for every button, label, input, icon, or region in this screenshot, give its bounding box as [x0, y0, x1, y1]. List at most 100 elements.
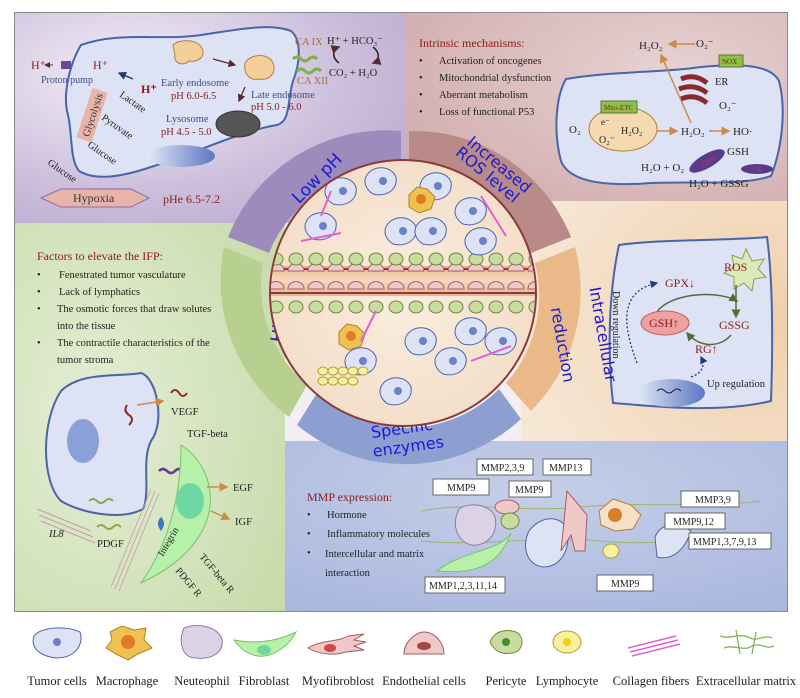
early-endosome-label: Early endosome [161, 78, 229, 89]
mmp-tumor-cell-2 [654, 524, 692, 559]
ca12-label: CA XII [297, 76, 329, 87]
svg-text:•: • [37, 338, 41, 349]
er-icon [678, 74, 709, 105]
blood-vessel [271, 266, 535, 296]
tumor-cell [404, 327, 437, 356]
h-plus-out: H⁺ [31, 58, 46, 72]
wheel-segment-reduction[interactable] [506, 247, 581, 411]
pericyte-cell [408, 300, 424, 314]
lymphocyte-cell [317, 376, 329, 386]
mmp-myofibroblast-cell [560, 489, 588, 552]
mmp-bullet: Intercellular and matrix interaction [325, 549, 425, 579]
mmp-neutrophil-cell [455, 504, 497, 546]
endothelial-cell [427, 281, 445, 290]
pericyte-cell [528, 300, 535, 314]
ca9-enzyme-icon [291, 55, 319, 63]
h-plus-center: H⁺ [141, 82, 157, 96]
mmp-label-macrophage: MMP9,12 [673, 517, 714, 528]
ros-bullet: Activation of oncogenes [439, 56, 542, 67]
phe-label: pHe 6.5-7.2 [163, 192, 220, 206]
rg-up-label: RG↑ [695, 342, 718, 356]
legend-item-pericyte: Pericyte [476, 618, 536, 688]
tumor-cell [464, 227, 497, 256]
legend-item-endothelial: Endothelial cells [382, 618, 466, 688]
mmp-pericyte-cell [500, 512, 520, 530]
pericyte-cell [388, 252, 404, 266]
endothelial-cell [347, 281, 365, 290]
wheel-segment-enzymes[interactable] [297, 389, 521, 465]
h2o2-top: H₂O₂ [639, 40, 663, 52]
proton-pump-icon [61, 61, 71, 69]
endothelial-cell [307, 281, 325, 290]
pericyte-cell [428, 300, 444, 314]
late-endosome-ph: pH 5.0 - 6.0 [251, 102, 301, 113]
pericyte-cell [468, 300, 484, 314]
mmp-label-myofibroblost: MMP13 [549, 463, 582, 474]
fibroblast-shape [139, 444, 211, 585]
ros-heading: Intrinsic mechanisms: [419, 36, 525, 50]
lymphocyte-cell [347, 366, 359, 376]
gpx-down-label: GPX↓ [665, 276, 695, 290]
egf-label: EGF [233, 483, 253, 494]
pericyte-cell [271, 300, 284, 314]
endothelial-cell [271, 281, 285, 290]
nox-label: NOX [722, 58, 737, 66]
il8-label: IL8 [48, 529, 64, 540]
pericyte-cell [448, 300, 464, 314]
mmp-label-endothelial: MMP2,3,9 [481, 463, 524, 474]
pericyte-cell [328, 252, 344, 266]
o2-minus-mid: O₂⁻ [719, 100, 737, 112]
fibroblast-nucleus [176, 483, 204, 519]
tumor-cell [384, 217, 417, 246]
ros-cell-shape [555, 64, 784, 186]
il8-collagen [36, 508, 96, 544]
cell-legend: Tumor cells Macrophage Neuteophil Fibrob… [0, 618, 800, 698]
gsh-label: GSH [727, 146, 749, 158]
legend-item-tumor: Tumor cells [22, 618, 92, 688]
pericyte-cell [348, 300, 364, 314]
endothelial-cell [387, 281, 405, 290]
svg-text:•: • [307, 529, 311, 540]
lymphocyte-cell [337, 366, 349, 376]
pericyte-cell [508, 300, 524, 314]
mmp-label-pericyte: MMP9 [515, 485, 543, 496]
pericyte-cell [328, 300, 344, 314]
up-regulation-label: Up regulation [707, 379, 766, 390]
wheel-segment-low-ph[interactable] [228, 130, 401, 253]
dna-icon [656, 388, 682, 394]
ros-bullet: Loss of functional P53 [439, 107, 534, 118]
reduction-panel: ROS GPX↓ GSH↑ GSSG RG↑ Down regulation U… [608, 235, 774, 410]
endothelial-cell [447, 281, 465, 290]
late-endosome-icon [244, 55, 275, 80]
pericyte-cell [448, 252, 464, 266]
tumor-cell [434, 347, 467, 376]
svg-text:•: • [419, 107, 423, 118]
tumor-microenvironment-diagram: H⁺ H⁺ Proton pump H⁺ Early endosome pH 6… [15, 13, 787, 611]
wheel-segment-ifp[interactable] [220, 247, 307, 417]
ifp-heading: Factors to elevate the IFP: [37, 249, 163, 263]
pericyte-icon [489, 629, 523, 655]
neutrophil-icon [180, 625, 223, 659]
pericyte-cell [508, 252, 524, 266]
extracellular-matrix-icon [719, 629, 775, 655]
h2o-o2-label: H₂O + O₂ [641, 162, 684, 174]
hypoxia-label: Hypoxia [73, 191, 115, 205]
mito-etc-label: Mito-ETC [604, 104, 633, 112]
endothelial-cell [527, 281, 535, 290]
early-endosome-icon [172, 40, 204, 65]
lymphocyte-cell [357, 366, 369, 376]
endothelial-cell [287, 281, 305, 290]
h2o2-mito: H₂O₂ [621, 126, 642, 137]
svg-text:•: • [419, 73, 423, 84]
h2o-gssg-label: H₂O + GSSG [689, 178, 749, 190]
proton-pump-label: Proton pump [41, 75, 93, 86]
mmp-endothelial-cell [494, 499, 520, 515]
ros-panel: Intrinsic mechanisms: • Activation of onc… [419, 36, 784, 190]
tumor-cell-icon [32, 627, 82, 659]
lysosome-ph: pH 4.5 - 5.0 [161, 127, 211, 138]
mmp-label-lymphocyte: MMP9 [611, 579, 639, 590]
ifp-bullet: Fenestrated tumor vasculature [59, 270, 186, 281]
pericyte-cell [288, 252, 304, 266]
early-endosome-ph: pH 6.0-6.5 [171, 91, 216, 102]
mito-etc-box [600, 100, 638, 114]
